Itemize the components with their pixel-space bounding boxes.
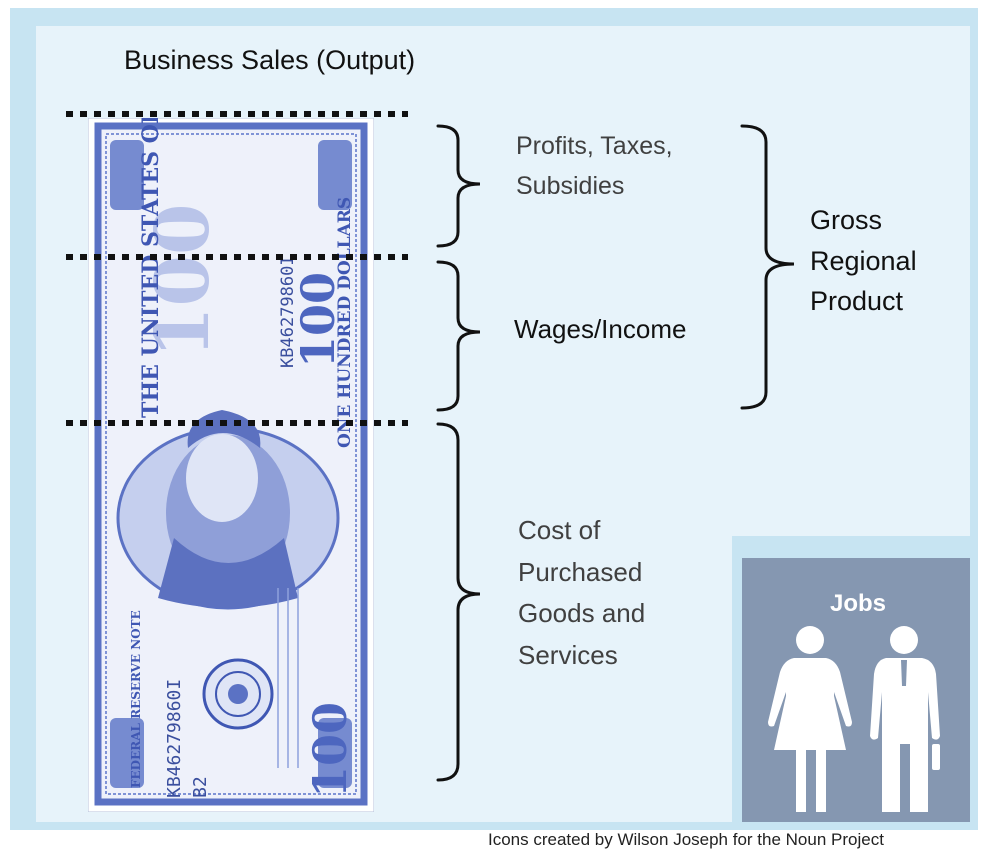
svg-text:100: 100 bbox=[303, 702, 357, 798]
profits-taxes-subsidies-label: Profits, Taxes, Subsidies bbox=[516, 132, 673, 200]
woman-icon bbox=[768, 626, 852, 812]
diagram-title: Business Sales (Output) bbox=[124, 45, 416, 75]
brace-cost bbox=[436, 422, 481, 782]
svg-text:FEDERAL RESERVE NOTE: FEDERAL RESERVE NOTE bbox=[129, 610, 143, 788]
jobs-label: Jobs bbox=[829, 590, 886, 617]
icon-credit: Icons created by Wilson Joseph for the N… bbox=[488, 830, 884, 849]
svg-text:KB46279860I: KB46279860I bbox=[278, 255, 298, 368]
svg-text:100: 100 bbox=[291, 272, 345, 368]
gross-regional-product-label: Gross Regional Product bbox=[810, 205, 917, 316]
man-icon bbox=[870, 626, 940, 812]
svg-text:100: 100 bbox=[140, 204, 226, 358]
brace-gross-regional-product bbox=[740, 124, 795, 410]
wages-income-label: Wages/Income bbox=[514, 314, 687, 344]
brace-profits bbox=[436, 124, 481, 248]
cost-of-goods-label: Cost of Purchased Goods and Services bbox=[518, 515, 646, 670]
svg-text:THE UNITED STATES OF AMERICA: THE UNITED STATES OF AMERICA bbox=[138, 118, 164, 418]
jobs-people-icons bbox=[768, 626, 940, 812]
hundred-dollar-bill-icon: 100 THE UNITED STATES OF AMERICA ONE HUN… bbox=[88, 118, 374, 812]
svg-text:B2: B2 bbox=[190, 776, 211, 798]
svg-text:KB46279860I: KB46279860I bbox=[164, 679, 185, 798]
brace-wages bbox=[436, 260, 481, 412]
